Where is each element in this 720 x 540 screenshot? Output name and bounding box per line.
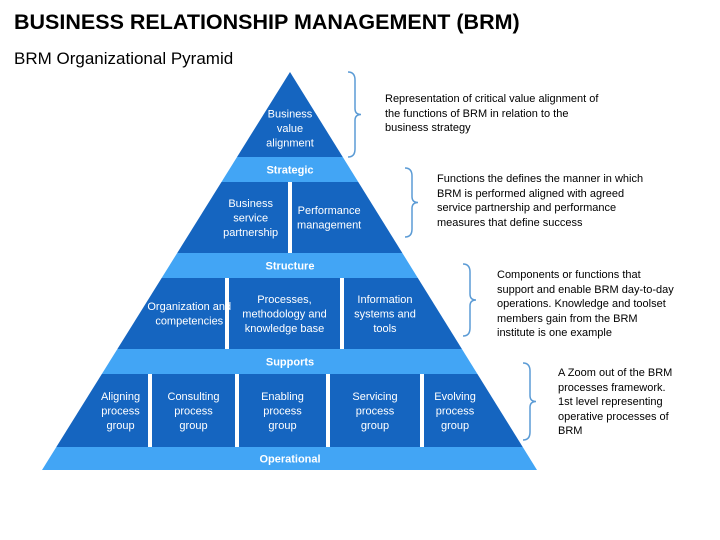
tier-divider [288,182,292,253]
description-line: processes framework. [558,381,666,394]
bracket-2 [462,263,477,337]
tier-divider [340,278,344,349]
description-line: business strategy [385,122,471,134]
tier-divider [225,278,229,349]
description-0: Representation of critical value alignme… [385,92,598,136]
tier-tier3-cell-0: Organization and competencies [147,301,231,328]
tier-tier4-cell-3-line: group [361,420,389,432]
tier-tier4-cell-3-line: process [356,405,395,417]
tier-tier4-cell-2-line: group [268,420,296,432]
band-label-strategic: Strategic [266,164,313,176]
bracket-0 [347,71,362,158]
tier-divider [148,374,152,447]
tier-divider [420,374,424,447]
tier-tier3-cell-2-line: Information [357,294,412,306]
tier-tier4-cell-4-line: process [436,405,475,417]
tier-divider [235,374,239,447]
description-line: A Zoom out of the BRM [558,367,673,379]
band-operational [42,447,537,470]
description-line: Components or functions that [497,269,641,281]
band-label-supports: Supports [266,356,314,368]
tier-tier2-cell-0-line: service [233,212,268,224]
tier-top-label-line: value [277,123,303,135]
description-line: operative processes of [558,410,669,423]
tier-tier3-cell-2-line: systems and [354,308,416,320]
page-subtitle: BRM Organizational Pyramid [14,49,234,68]
tier-top-label-line: alignment [266,137,314,149]
tier-tier2-cell-0: Business service partnership [223,198,278,239]
description-line: BRM [558,425,583,437]
tier-tier3 [117,278,462,349]
tier-top-label-line: Business [268,108,313,120]
tier-tier4-cell-0-line: process [101,405,140,417]
tier-tier3-cell-2-line: tools [373,323,397,335]
description-line: operations. Knowledge and toolset [497,298,666,310]
tier-tier4-cell-1-line: group [179,420,207,432]
tier-tier2-cell-1-line: Performance [298,205,361,217]
band-supports [101,349,478,374]
band-structure [161,253,418,278]
tier-tier3-cell-2: Information systems and tools [354,294,416,335]
tier-tier3-cell-0-line: competencies [155,316,223,328]
band-label-strategic-line: Strategic [266,164,313,176]
tier-tier4-cell-3-line: Servicing [352,391,397,403]
tier-tier3-cell-1-line: Processes, [257,294,311,306]
band-label-operational: Operational [259,453,320,465]
tier-tier3-cell-1-line: knowledge base [245,323,325,335]
tier-tier4 [56,374,523,447]
description-line: service partnership and performance [437,202,617,214]
tier-tier3-cell-1: Processes, methodology and knowledge base [242,294,326,335]
tier-tier4-cell-4-line: group [441,420,469,432]
description-line: Representation of critical value alignme… [385,93,599,105]
tier-tier2-cell-1: Performance management [297,205,361,232]
tier-top-value-alignment [237,72,343,157]
tier-tier4-cell-2-line: process [263,405,302,417]
description-line: institute is one example [497,327,612,339]
description-line: Functions the defines the manner in whic… [437,173,644,185]
description-line: BRM is performed aligned with agreed [437,187,625,200]
band-label-supports-line: Supports [266,356,314,368]
band-label-structure-line: Structure [266,260,315,272]
tier-tier4-cell-4: Evolving process group [434,391,476,432]
description-line: members gain from the BRM [497,312,638,325]
band-strategic [221,157,359,182]
tier-tier4-cell-1-line: process [174,405,213,417]
tier-tier4-cell-0-line: Aligning [101,391,140,403]
tier-tier4-cell-1-line: Consulting [168,391,220,403]
tier-tier4-cell-2: Enabling process group [261,391,304,432]
tier-tier4-cell-1: Consulting process group [168,391,220,432]
description-line: support and enable BRM day-to-day [497,283,674,296]
tier-tier4-cell-0-line: group [106,420,134,432]
page-title: BUSINESS RELATIONSHIP MANAGEMENT (BRM) [14,10,520,34]
band-label-operational-line: Operational [259,453,320,465]
tier-tier4-cell-0: Aligning process group [101,391,140,432]
tier-tier4-cell-4-line: Evolving [434,391,476,403]
tier-tier3-cell-0-line: Organization and [147,301,231,313]
description-line: the functions of BRM in relation to the [385,107,569,120]
description-3: A Zoom out of the BRM processes framework… [558,366,672,439]
bracket-1 [404,167,419,238]
tier-divider [326,374,330,447]
band-label-structure: Structure [266,260,315,272]
description-1: Functions the defines the manner in whic… [437,172,643,230]
description-line: 1st level representing [558,396,663,408]
description-2: Components or functions that support and … [497,268,674,341]
tier-tier3-cell-1-line: methodology and [242,308,326,320]
tier-tier4-cell-2-line: Enabling [261,391,304,403]
bracket-3 [522,362,537,441]
tier-tier2-cell-0-line: partnership [223,227,278,239]
tier-tier2-cell-0-line: Business [228,198,273,210]
tier-tier4-cell-3: Servicing process group [352,391,397,432]
description-line: measures that define success [437,216,583,229]
tier-top-label: Business value alignment [266,108,314,149]
tier-tier2-cell-1-line: management [297,220,361,232]
